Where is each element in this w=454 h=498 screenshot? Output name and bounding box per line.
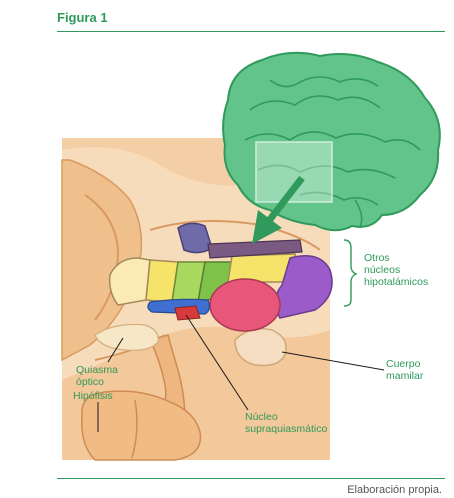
label-quiasma-optico: Quiasma óptico <box>76 364 118 388</box>
nucleus-band <box>207 239 303 259</box>
label-line: mamilar <box>386 370 424 382</box>
optic-chiasm <box>94 323 159 351</box>
zoom-arrow-icon <box>252 175 305 244</box>
otros-bracket <box>343 239 358 307</box>
suprachiasmatic-nucleus <box>174 305 201 321</box>
top-rule <box>57 31 445 32</box>
pituitary-division <box>131 399 138 459</box>
leader-quiasma <box>107 337 124 363</box>
figure-footer: Elaboración propia. <box>347 484 442 496</box>
label-line: Núcleo <box>245 411 278 423</box>
figure-title: Figura 1 <box>57 10 108 25</box>
label-nucleo-supraquiasmatico: Núcleo supraquiasmático <box>245 411 327 435</box>
bottom-rule <box>57 478 445 479</box>
leader-nucleo <box>185 314 249 411</box>
pituitary-gland <box>81 390 202 461</box>
label-hipofisis: Hipófisis <box>73 390 113 402</box>
label-line: Cuerpo <box>386 358 421 370</box>
label-line: Quiasma <box>76 364 119 376</box>
leader-cuerpo <box>281 351 385 371</box>
label-line: núcleos <box>364 264 401 276</box>
label-cuerpo-mamilar: Cuerpo mamilar <box>386 358 423 382</box>
label-line: supraquiasmático <box>245 423 328 435</box>
left-fold-line <box>84 194 120 321</box>
label-line: óptico <box>76 376 105 388</box>
label-line: Otros <box>364 252 390 264</box>
nucleus-pink <box>209 278 281 332</box>
label-otros-nucleos: Otros núcleos hipotalámicos <box>364 252 428 288</box>
label-line: hipotalámicos <box>364 276 429 288</box>
